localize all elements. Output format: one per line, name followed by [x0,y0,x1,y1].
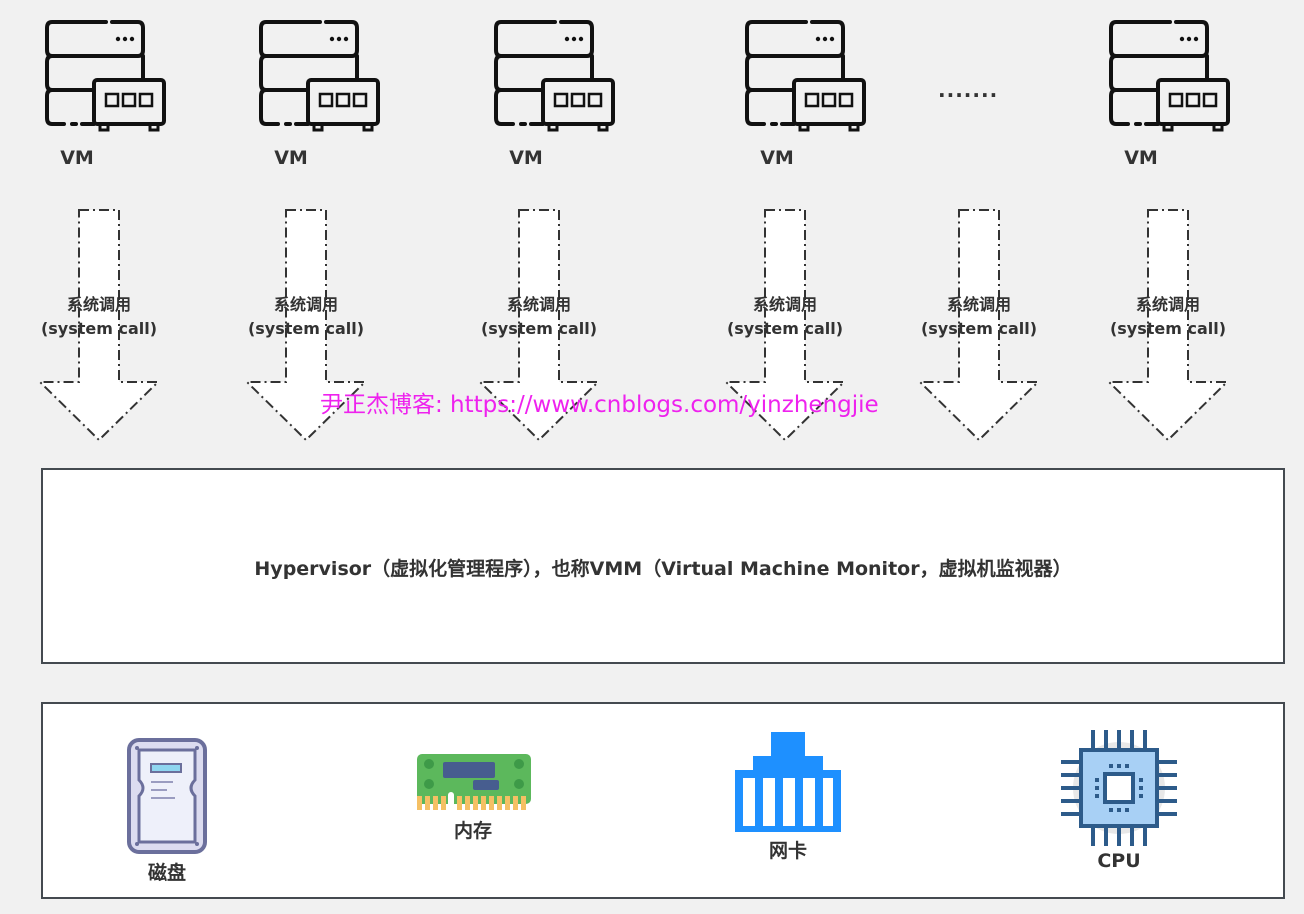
system-call-arrow: 系统调用 (system call) [241,205,371,445]
down-arrow-icon [244,209,368,442]
server-icon [45,20,166,132]
system-call-label-cn: 系统调用 [1135,295,1200,314]
watermark: 尹正杰博客: https://www.cnblogs.com/yinzhengj… [320,392,879,418]
vm-3: VM [491,14,621,174]
system-call-label: 系统调用 (system call) [705,293,865,341]
system-call-label-en: (system call) [40,319,158,338]
hardware-label: 内存 [453,820,492,842]
hardware-disk: 磁盘 [125,736,209,885]
system-call-arrow: 系统调用 (system call) [914,205,1044,445]
system-call-label-en: (system call) [920,319,1038,338]
server-icon [745,20,866,132]
down-arrow-icon [477,209,601,442]
system-call-label-cn: 系统调用 [506,295,571,314]
vm-label: VM [1124,147,1158,169]
cpu-icon [1061,730,1177,846]
server-icon [494,20,615,132]
hard-disk-icon [127,738,207,854]
hypervisor-text: Hypervisor（虚拟化管理程序），也称VMM（Virtual Machin… [254,558,1072,580]
system-call-arrow: 系统调用 (system call) [34,205,164,445]
vm-2: VM [256,14,386,174]
hardware-cpu: CPU [1059,728,1179,872]
server-icon [1109,20,1230,132]
vm-5: VM [1106,14,1236,174]
vm-label: VM [509,147,543,169]
hardware-label: 磁盘 [147,862,186,884]
system-call-arrow: 系统调用 (system call) [474,205,604,445]
system-call-arrow: 系统调用 (system call) [1103,205,1233,445]
system-call-label-en: (system call) [480,319,598,338]
hypervisor-box: Hypervisor（虚拟化管理程序），也称VMM（Virtual Machin… [41,468,1285,664]
hardware-nic: 网卡 [733,730,843,863]
hardware-label: 网卡 [768,840,807,862]
system-call-label: 系统调用 (system call) [226,293,386,341]
system-call-arrow: 系统调用 (system call) [720,205,850,445]
system-call-label-en: (system call) [726,319,844,338]
down-arrow-icon [723,209,847,442]
system-call-label: 系统调用 (system call) [19,293,179,341]
memory-icon [417,754,531,810]
server-icon [259,20,380,132]
system-call-label: 系统调用 (system call) [459,293,619,341]
hardware-box: 磁盘 内存 网卡 [41,702,1285,899]
ellipsis: ....... [938,78,999,102]
system-call-label-cn: 系统调用 [946,295,1011,314]
system-call-label-en: (system call) [247,319,365,338]
vm-label: VM [60,147,94,169]
hardware-memory: 内存 [413,750,533,843]
network-card-icon [735,732,841,832]
down-arrow-icon [37,209,161,442]
hardware-label: CPU [1097,850,1141,872]
system-call-label-cn: 系统调用 [752,295,817,314]
vm-4: VM [742,14,872,174]
system-call-label-en: (system call) [1109,319,1227,338]
vm-label: VM [760,147,794,169]
system-call-label: 系统调用 (system call) [899,293,1059,341]
vm-label: VM [274,147,308,169]
system-call-label-cn: 系统调用 [273,295,338,314]
down-arrow-icon [917,209,1041,442]
down-arrow-icon [1106,209,1230,442]
system-call-label: 系统调用 (system call) [1088,293,1248,341]
system-call-label-cn: 系统调用 [66,295,131,314]
vm-1: VM [42,14,172,174]
